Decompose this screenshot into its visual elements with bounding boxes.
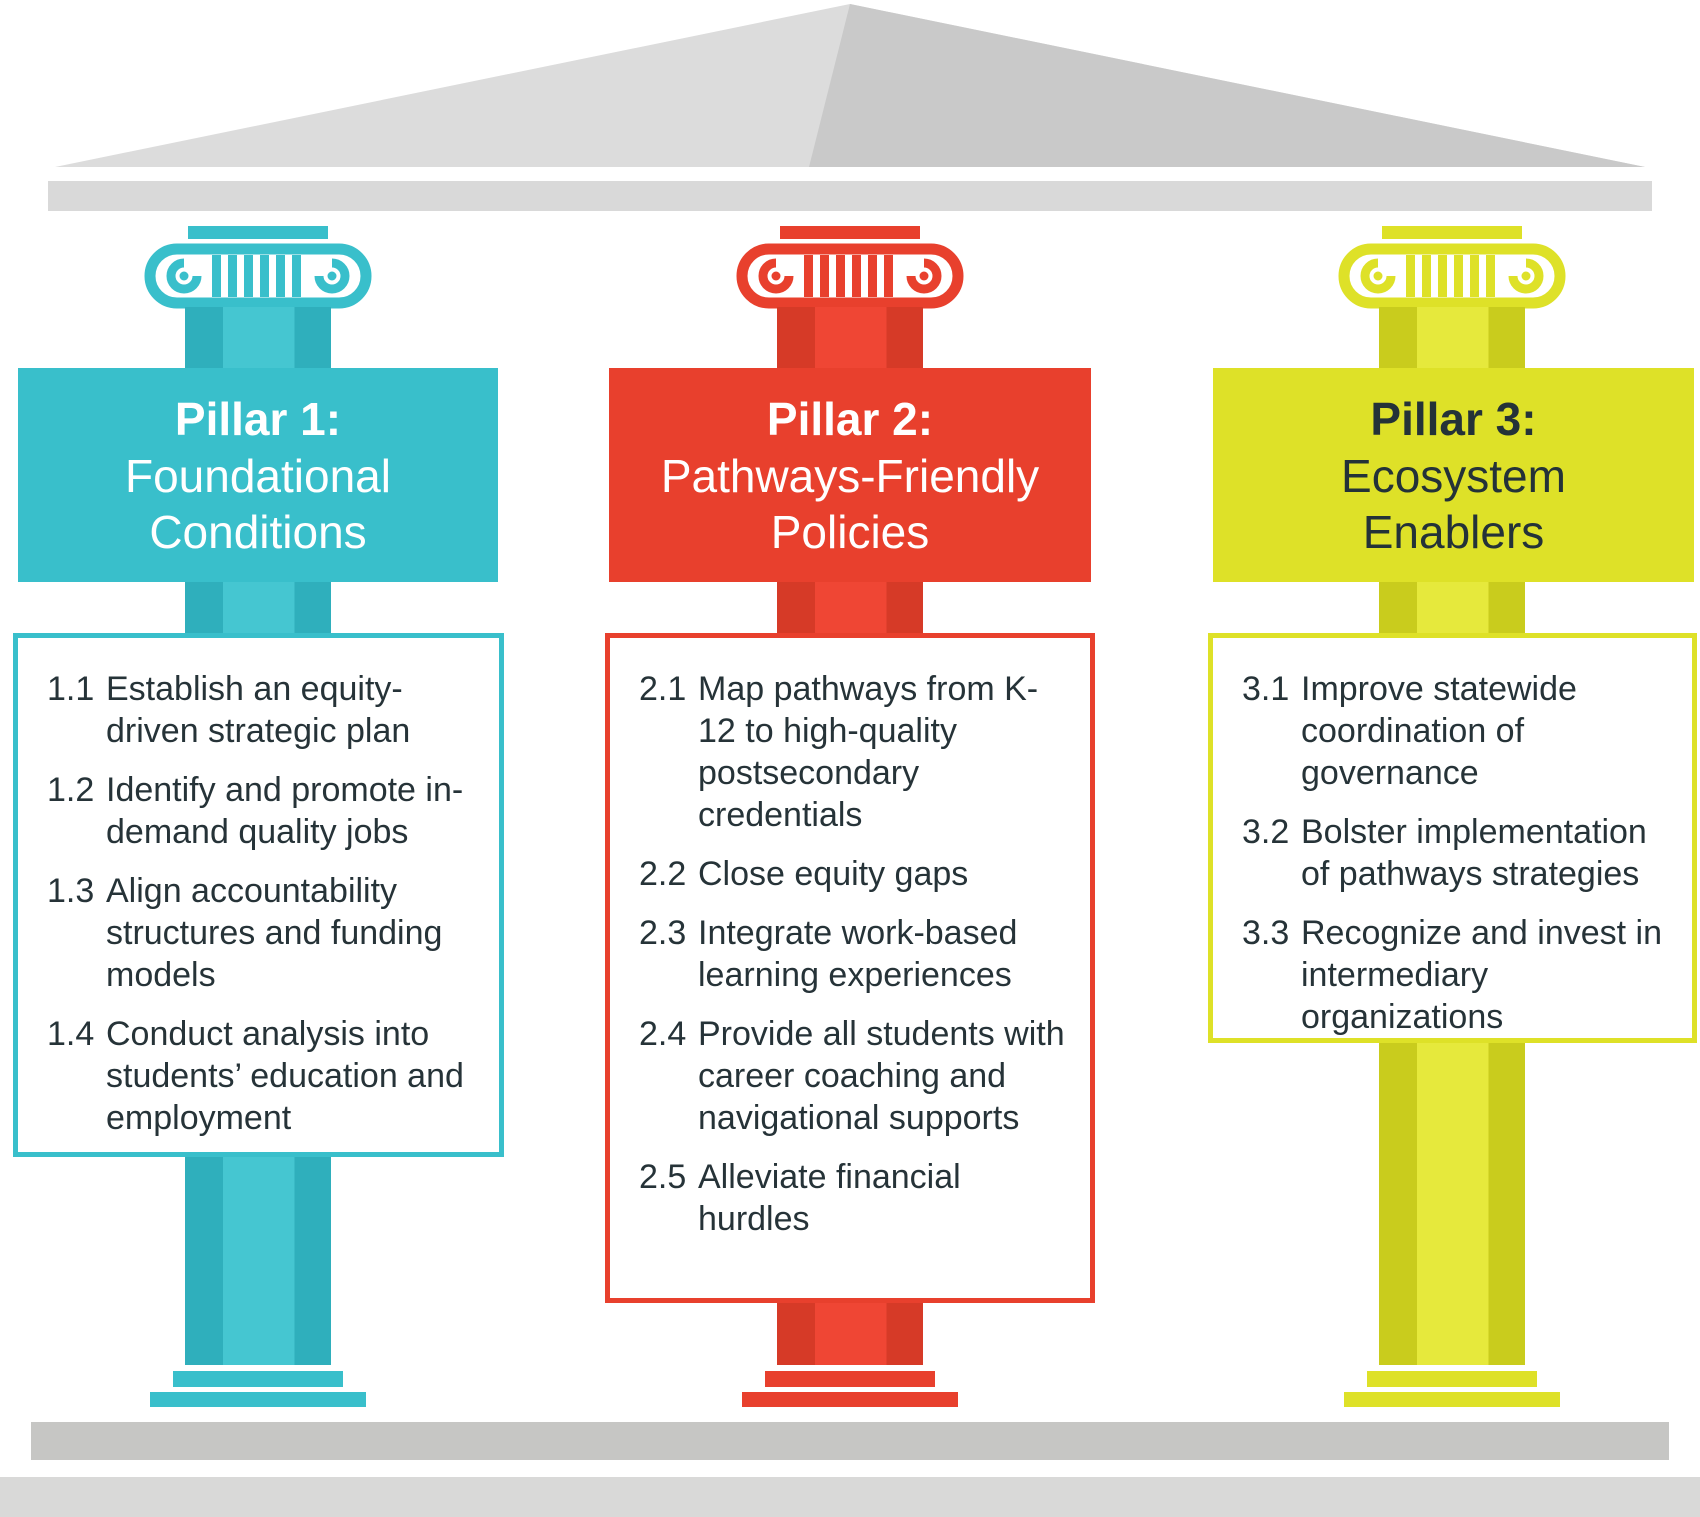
list-item: 1.3 Align accountability structures and … [47, 870, 479, 996]
pediment-right-face [809, 4, 1645, 167]
pillar-subtitle-line: Ecosystem [1341, 450, 1566, 502]
list-item: 2.2 Close equity gaps [639, 853, 1070, 895]
item-text: Close equity gaps [698, 855, 969, 893]
pediment [55, 4, 1645, 167]
pillar-title: Pillar 1: [174, 393, 342, 445]
item-number: 3.3 [1242, 914, 1290, 952]
item-text: Conduct analysis into students’ educatio… [106, 1015, 464, 1137]
column-shaft-middle [777, 582, 923, 633]
column-shaft-upper [185, 307, 331, 368]
item-text: Improve statewide coordination of govern… [1301, 670, 1577, 792]
item-text: Map pathways from K-12 to high-quality p… [698, 670, 1039, 834]
column-shaft-middle [1379, 582, 1525, 633]
list-item: 3.3 Recognize and invest in intermediary… [1242, 912, 1672, 1038]
pillar-subtitle-line: Pathways-Friendly [660, 450, 1040, 502]
pillar-3-header: Pillar 3: Ecosystem Enablers [1213, 368, 1694, 582]
list-item: 3.2 Bolster implementation of pathways s… [1242, 811, 1672, 895]
list-item: 1.1 Establish an equity-driven strategic… [47, 668, 479, 752]
pillar-3-content-box: 3.1 Improve statewide coordination of go… [1208, 633, 1697, 1043]
column-capital-icon [144, 243, 372, 309]
item-text: Alleviate financial hurdles [698, 1158, 961, 1238]
item-number: 2.4 [639, 1015, 687, 1053]
pillar-2-header: Pillar 2: Pathways-Friendly Policies [609, 368, 1091, 582]
item-number: 1.3 [47, 872, 95, 910]
column-base-upper [1367, 1371, 1537, 1387]
list-item: 1.2 Identify and promote in-demand quali… [47, 769, 479, 853]
column-capital-icon [1338, 243, 1566, 309]
column-base-upper [173, 1371, 343, 1387]
item-number: 2.2 [639, 855, 687, 893]
item-text: Identify and promote in-demand quality j… [106, 771, 464, 851]
pillar-title: Pillar 3: [1370, 393, 1537, 445]
list-item: 2.1 Map pathways from K-12 to high-quali… [639, 668, 1070, 836]
column-base-upper [765, 1371, 935, 1387]
column-shaft-lower [777, 1303, 923, 1365]
column-shaft-upper [777, 307, 923, 368]
column-abacus [188, 226, 328, 239]
list-item: 2.4 Provide all students with career coa… [639, 1013, 1070, 1139]
column-capital-icon [736, 243, 964, 309]
entablature-beam [48, 181, 1652, 211]
pillar-1-content-box: 1.1 Establish an equity-driven strategic… [13, 633, 504, 1157]
pillar-subtitle-line: Policies [770, 506, 930, 558]
column-base-lower [1344, 1392, 1560, 1407]
column-shaft-lower [1379, 1043, 1525, 1365]
column-shaft-lower [185, 1157, 331, 1365]
pillar-subtitle-line: Enablers [1362, 506, 1545, 558]
item-text: Provide all students with career coachin… [698, 1015, 1065, 1137]
item-number: 3.2 [1242, 813, 1290, 851]
column-abacus [780, 226, 920, 239]
list-item: 1.4 Conduct analysis into students’ educ… [47, 1013, 479, 1139]
ground-bar [0, 1477, 1700, 1517]
pillar-title: Pillar 2: [766, 393, 934, 445]
list-item: 2.3 Integrate work-based learning experi… [639, 912, 1070, 996]
item-number: 1.2 [47, 771, 95, 809]
pillar-subtitle-line: Conditions [149, 506, 367, 558]
item-number: 2.5 [639, 1158, 687, 1196]
column-base-lower [150, 1392, 366, 1407]
stylobate-bar [31, 1422, 1669, 1460]
pillar-1-header: Pillar 1: Foundational Conditions [18, 368, 498, 582]
item-text: Bolster implementation of pathways strat… [1301, 813, 1647, 893]
column-abacus [1382, 226, 1522, 239]
item-number: 2.3 [639, 914, 687, 952]
list-item: 3.1 Improve statewide coordination of go… [1242, 668, 1672, 794]
item-text: Integrate work-based learning experience… [698, 914, 1018, 994]
item-text: Recognize and invest in intermediary org… [1301, 914, 1663, 1036]
item-number: 3.1 [1242, 670, 1290, 708]
item-number: 2.1 [639, 670, 687, 708]
item-text: Align accountability structures and fund… [106, 872, 443, 994]
column-shaft-middle [185, 582, 331, 633]
column-shaft-upper [1379, 307, 1525, 368]
pillar-2-content-box: 2.1 Map pathways from K-12 to high-quali… [605, 633, 1095, 1303]
list-item: 2.5 Alleviate financial hurdles [639, 1156, 1070, 1240]
pillar-subtitle-line: Foundational [125, 450, 391, 502]
item-number: 1.1 [47, 670, 95, 708]
column-base-lower [742, 1392, 958, 1407]
item-number: 1.4 [47, 1015, 95, 1053]
item-text: Establish an equity-driven strategic pla… [106, 670, 411, 750]
